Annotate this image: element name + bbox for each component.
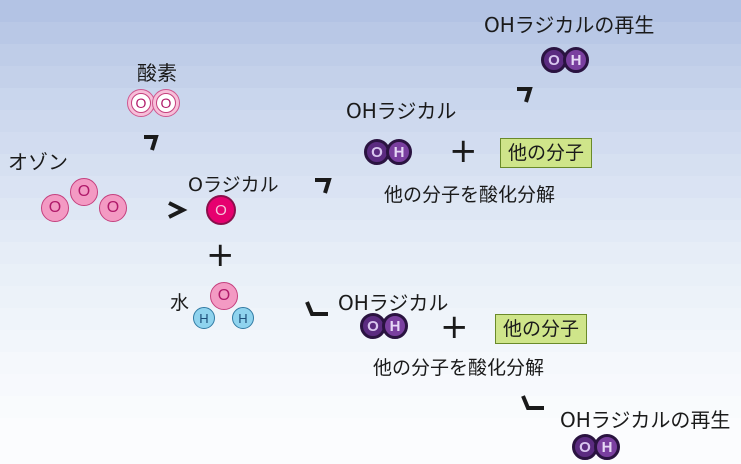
oh-radical-top-label: OHラジカル (346, 99, 457, 123)
ozone-atom-left: O (41, 194, 69, 222)
water-label: 水 (170, 292, 190, 314)
o-radical-label: Oラジカル (188, 174, 279, 196)
water-h-atom-left: H (193, 307, 215, 329)
oh-regen-top-o-atom: O (541, 47, 567, 73)
other-molecule-box-1: 他の分子 (500, 138, 593, 168)
oh-regen-top-h-atom: H (563, 47, 589, 73)
arrow-to-oh-radical-top (315, 178, 332, 194)
arrow-to-oh-regen-top (517, 87, 533, 103)
oxygen-atom-2-inner: O (156, 93, 176, 113)
oxygen-atom-1-inner: O (131, 93, 151, 113)
oxygen-label: 酸素 (137, 61, 177, 85)
arrow-to-oh-regen-bottom (521, 395, 544, 410)
decompose-text-1: 他の分子を酸化分解 (384, 184, 556, 206)
arrow-ozone-to-o-radical (168, 201, 188, 219)
oh-regen-bottom-h-atom: H (594, 434, 620, 460)
plus-sign-middle: + (206, 235, 235, 275)
oh-regen-bottom-label: OHラジカルの再生 (560, 408, 731, 432)
oh-radical-top-h-atom: H (386, 139, 412, 165)
plus-sign-top: + (449, 131, 478, 171)
oh-radical-mid-label: OHラジカル (338, 291, 449, 315)
water-o-atom: O (210, 282, 238, 310)
plus-sign-bottom: + (440, 307, 469, 347)
decompose-text-2: 他の分子を酸化分解 (373, 357, 545, 379)
water-h-atom-right: H (232, 307, 254, 329)
other-molecule-box-2: 他の分子 (495, 314, 588, 344)
ozone-atom-top: O (70, 178, 98, 206)
arrow-to-oxygen (144, 135, 159, 151)
oh-regen-top-label: OHラジカルの再生 (484, 13, 655, 37)
ozone-label: オゾン (8, 150, 68, 174)
ozone-atom-right: O (99, 194, 127, 222)
arrow-to-oh-radical-mid (305, 301, 328, 316)
oh-radical-mid-h-atom: H (382, 313, 408, 339)
o-radical-atom: O (206, 195, 236, 225)
